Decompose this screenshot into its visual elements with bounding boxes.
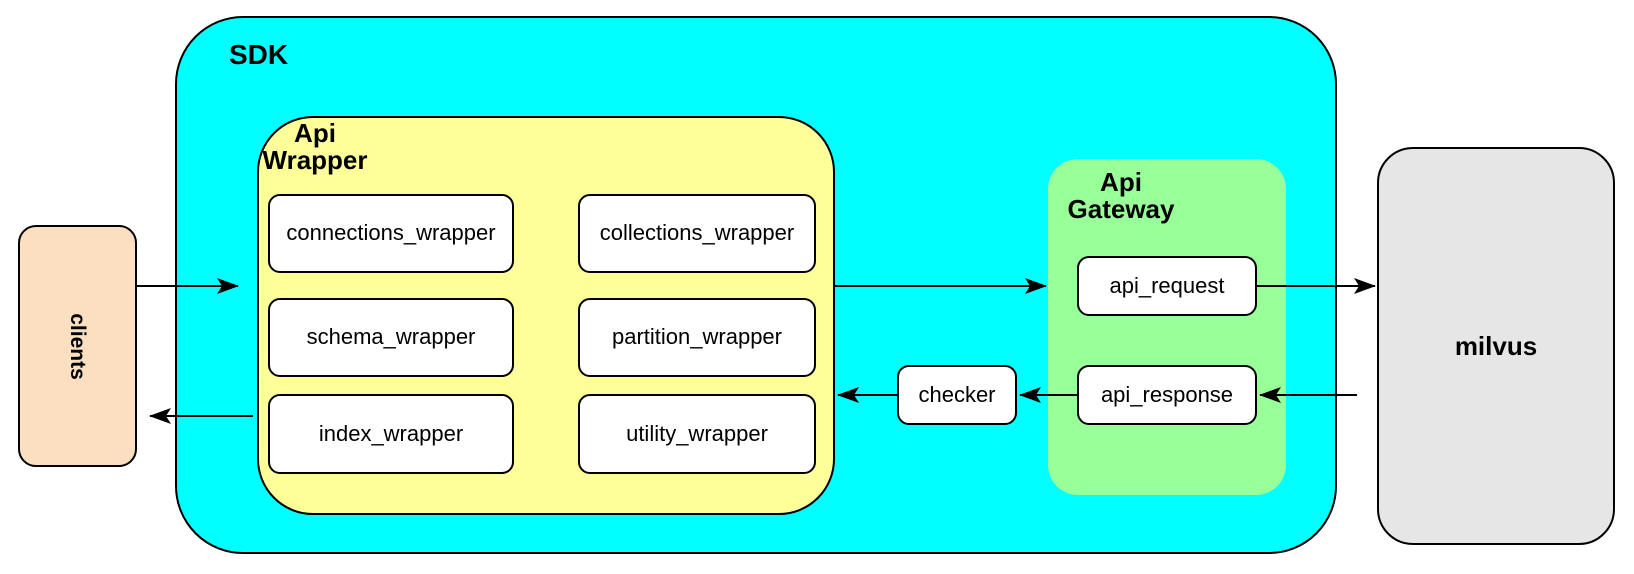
checker-node: checker — [897, 365, 1017, 425]
milvus-label: milvus — [1454, 330, 1538, 361]
api-gateway-group — [1048, 159, 1286, 495]
index-wrapper-node: index_wrapper — [268, 394, 514, 474]
schema-wrapper-node: schema_wrapper — [268, 298, 514, 377]
sdk-label: SDK — [229, 39, 289, 70]
utility-wrapper-node: utility_wrapper — [578, 394, 816, 474]
connections-wrapper-node: connections_wrapper — [268, 194, 514, 273]
api-wrapper-label: Api Wrapper — [262, 118, 368, 175]
clients-node: clients — [18, 225, 137, 467]
collections-wrapper-node: collections_wrapper — [578, 194, 816, 273]
api-response-node: api_response — [1077, 365, 1257, 425]
clients-label: clients — [66, 312, 89, 380]
api-request-node: api_request — [1077, 256, 1257, 316]
partition-wrapper-node: partition_wrapper — [578, 298, 816, 377]
milvus-node: milvus — [1377, 147, 1615, 545]
api-gateway-label: Api Gateway — [1067, 167, 1175, 224]
